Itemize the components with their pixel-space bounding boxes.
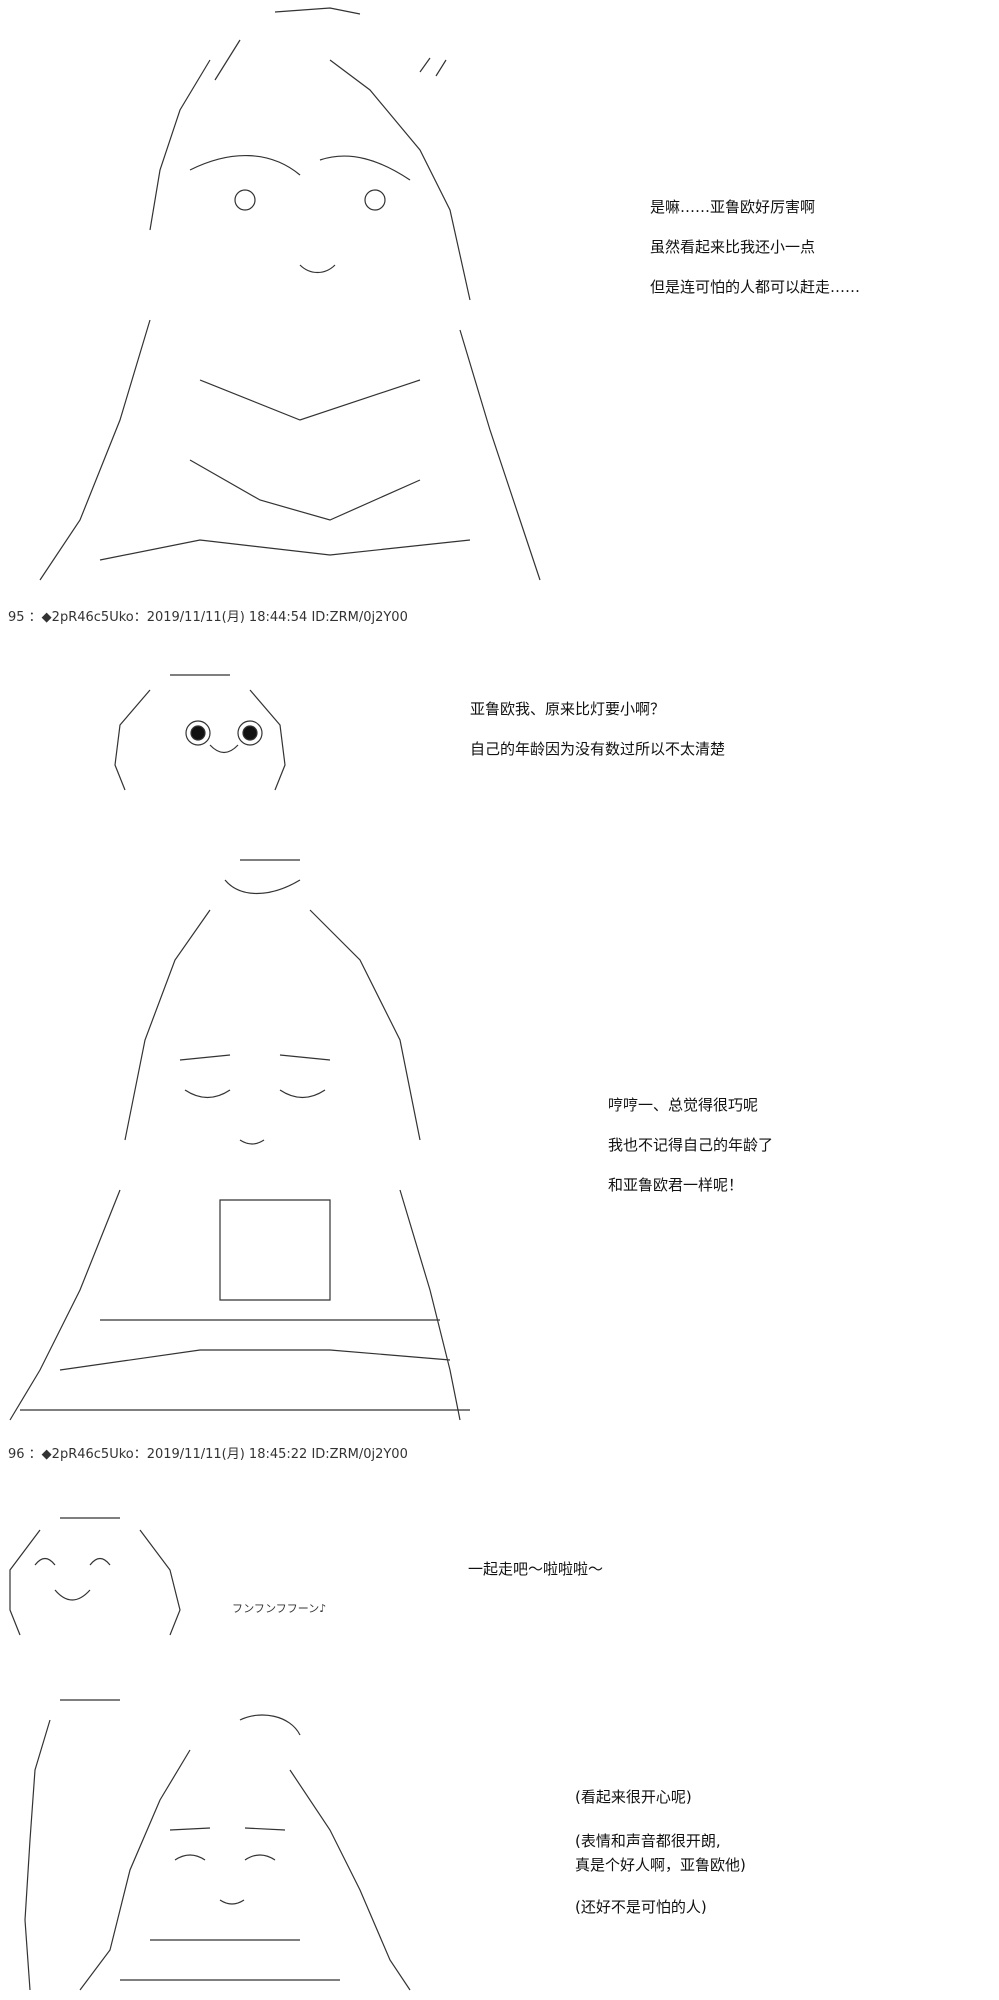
post-header: 95 ：◆2pR46c5Uko：2019/11/11(月) 18:44:54 I… bbox=[8, 610, 408, 625]
dialogue-line: (看起来很开心呢) bbox=[575, 1788, 692, 1806]
dialogue-line: 是嘛……亚鲁欧好厉害啊 bbox=[650, 198, 816, 216]
ascii-art-girl-2 bbox=[0, 850, 470, 1430]
dialogue-line: (还好不是可怕的人) bbox=[575, 1898, 707, 1916]
dialogue-line: 一起走吧～啦啦啦～ bbox=[468, 1560, 604, 1578]
ascii-art-girl-3 bbox=[0, 1690, 420, 2000]
dialogue-panel-1: 是嘛……亚鲁欧好厉害啊 虽然看起来比我还小一点 但是连可怕的人都可以赶走…… bbox=[650, 200, 970, 310]
dialogue-line: 哼哼一、总觉得很巧呢 bbox=[608, 1096, 759, 1114]
sound-effect: フンフンフフーン♪ bbox=[232, 1602, 327, 1615]
dialogue-line: 亚鲁欧我、原来比灯要小啊？ bbox=[470, 700, 666, 718]
dialogue-line: 我也不记得自己的年龄了 bbox=[608, 1136, 774, 1154]
dialogue-panel-2: 亚鲁欧我、原来比灯要小啊？ 自己的年龄因为没有数过所以不太清楚 bbox=[470, 702, 890, 762]
dialogue-panel-3: 哼哼一、总觉得很巧呢 我也不记得自己的年龄了 和亚鲁欧君一样呢！ bbox=[608, 1098, 928, 1208]
dialogue-line: 真是个好人啊，亚鲁欧他) bbox=[575, 1856, 746, 1874]
dialogue-panel-4: 一起走吧～啦啦啦～ bbox=[468, 1562, 728, 1582]
dialogue-line: 和亚鲁欧君一样呢！ bbox=[608, 1176, 744, 1194]
ascii-art-girl-1 bbox=[0, 0, 560, 600]
dialogue-line: 自己的年龄因为没有数过所以不太清楚 bbox=[470, 740, 726, 758]
ascii-art-face-2 bbox=[0, 1510, 200, 1650]
ascii-art-face-1 bbox=[100, 665, 300, 805]
dialogue-line: (表情和声音都很开朗, bbox=[575, 1832, 721, 1850]
dialogue-panel-5: (看起来很开心呢) (表情和声音都很开朗, 真是个好人啊，亚鲁欧他) (还好不是… bbox=[575, 1790, 915, 1965]
dialogue-line: 但是连可怕的人都可以赶走…… bbox=[650, 278, 861, 296]
dialogue-line: 虽然看起来比我还小一点 bbox=[650, 238, 816, 256]
post-header: 96 ：◆2pR46c5Uko：2019/11/11(月) 18:45:22 I… bbox=[8, 1447, 408, 1462]
